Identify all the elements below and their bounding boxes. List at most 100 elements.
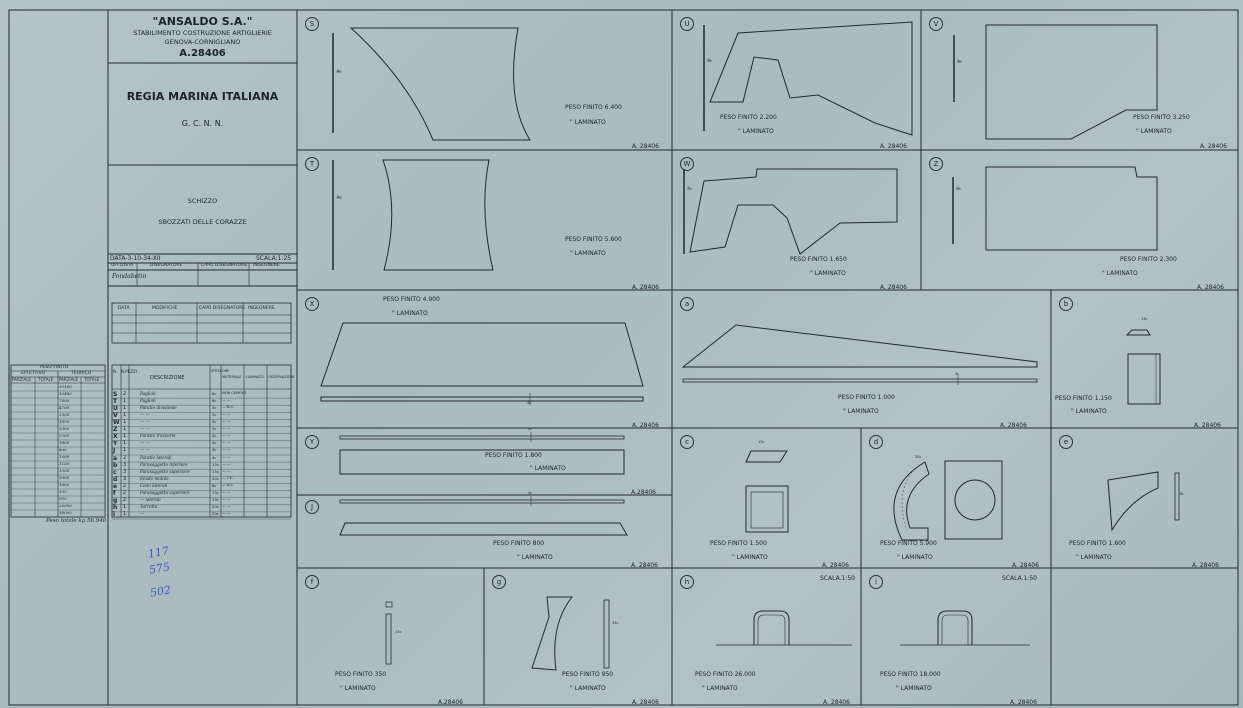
weight-cell: 5200 bbox=[59, 433, 70, 438]
parts-cell-id: J bbox=[113, 447, 116, 455]
parts-cell-id: S bbox=[113, 390, 118, 398]
weight-cell: 1800 bbox=[59, 440, 70, 445]
panel-letter-badge: S bbox=[305, 17, 319, 31]
parts-cell-id: d bbox=[113, 475, 118, 483]
laminato-label: " LAMINATO bbox=[570, 250, 606, 257]
parts-cell-material: — — bbox=[222, 426, 231, 431]
parts-cell-id: T bbox=[113, 397, 118, 405]
parts-cell-id: c bbox=[113, 468, 117, 476]
works-name: STABILIMENTO COSTRUZIONE ARTIGLIERIE bbox=[133, 29, 272, 37]
parts-cell-thickness: 13c bbox=[212, 490, 219, 496]
parts-cell-qty: 1 bbox=[123, 440, 127, 447]
parts-cell-qty: 2 bbox=[123, 390, 127, 397]
parts-cell-material: — — bbox=[222, 461, 231, 466]
parts-cell-thickness: 3c bbox=[212, 411, 217, 417]
panel-letter-badge: Y bbox=[305, 435, 319, 449]
drawing-reference: A. 28406 bbox=[632, 284, 659, 291]
parts-cell-id: Z bbox=[113, 426, 118, 434]
drawing-reference: A. 28406 bbox=[1012, 562, 1039, 569]
parts-cell-qty: 2 bbox=[123, 454, 127, 461]
drawing-reference: A. 28406 bbox=[631, 562, 658, 569]
sig-header-0: UFF.DISTA bbox=[111, 263, 134, 268]
parts-cell-id: U bbox=[113, 404, 118, 412]
weight-cell: 950 bbox=[59, 496, 67, 501]
parts-cell-desc: — — bbox=[140, 411, 150, 417]
peso-finito-label: PESO FINITO 1.800 bbox=[485, 452, 542, 459]
sheet-border bbox=[8, 9, 1239, 706]
peso-finito-label: PESO FINITO 3.250 bbox=[1133, 114, 1190, 121]
laminato-label: " LAMINATO bbox=[1071, 408, 1107, 415]
laminato-label: " LAMINATO bbox=[1136, 128, 1172, 135]
parts-cell-thickness: 4c bbox=[212, 433, 217, 439]
weight-title: PESO FINITO bbox=[40, 365, 69, 370]
document-type: SCHIZZO bbox=[187, 197, 218, 205]
peso-finito-label: PESO FINITO 950 bbox=[562, 671, 614, 678]
weight-cell: 2300 bbox=[59, 426, 70, 431]
parts-cell-qty: 1 bbox=[123, 411, 127, 418]
parts-cell-desc: — — bbox=[140, 440, 150, 446]
sig-header-1: DISEGNATORE bbox=[150, 263, 183, 268]
laminato-label: " LAMINATO bbox=[340, 685, 376, 692]
parts-cell-thickness: 20c bbox=[212, 504, 219, 510]
peso-finito-label: PESO FINITO 2.200 bbox=[720, 114, 777, 121]
parts-cell-material: — — bbox=[222, 447, 231, 452]
thickness-mark: 8c bbox=[337, 195, 342, 199]
laminato-label: " LAMINATO bbox=[392, 310, 428, 317]
parts-cell-id: b bbox=[113, 461, 118, 469]
thickness-mark: 3c bbox=[707, 58, 712, 62]
parts-cell-desc: Cielo laterali bbox=[140, 482, 168, 488]
parts-cell-thickness: 8c bbox=[212, 482, 217, 488]
laminato-label: " LAMINATO bbox=[570, 685, 606, 692]
weight-cell: 7600 bbox=[59, 398, 70, 403]
drawing-reference: A. 28406 bbox=[1010, 699, 1037, 706]
parts-header-n: N. bbox=[113, 369, 118, 374]
parts-cell-qty: 1 bbox=[123, 504, 127, 511]
laminato-label: " LAMINATO bbox=[1076, 554, 1112, 561]
peso-finito-label: PESO FINITO 800 bbox=[493, 540, 545, 547]
weight-sub-2: PARZIALE bbox=[59, 377, 79, 382]
peso-finito-label: PESO FINITO 1.150 bbox=[1055, 395, 1112, 402]
parts-cell-qty: 3 bbox=[123, 468, 127, 475]
weight-sub-0: PARZIALE bbox=[12, 377, 32, 382]
parts-cell-thickness: 4c bbox=[212, 440, 217, 446]
weight-cell: 1000 bbox=[59, 454, 70, 459]
parts-cell-id: a bbox=[113, 454, 118, 462]
panel-letter-badge: b bbox=[1059, 297, 1073, 311]
thickness-mark: 4c bbox=[527, 401, 532, 405]
peso-finito-label: PESO FINITO 2.300 bbox=[1120, 256, 1177, 263]
thickness-mark: 13c bbox=[758, 440, 765, 444]
sig-header-2: CAPO DISEGNATORE bbox=[201, 263, 248, 268]
parts-cell-id: V bbox=[113, 411, 118, 419]
panel-letter-badge: Z bbox=[929, 157, 943, 171]
panel-letter-badge: e bbox=[1059, 435, 1073, 449]
parts-cell-material: — — bbox=[222, 497, 231, 502]
laminato-label: " LAMINATO bbox=[530, 465, 566, 472]
weight-cell: 30160 bbox=[59, 384, 72, 389]
drawing-reference: A. 28406 bbox=[1197, 284, 1224, 291]
parts-cell-desc: — bbox=[140, 511, 145, 517]
company-name: "ANSALDO S.A." bbox=[152, 15, 253, 28]
parts-cell-desc: Parasaggetto inferiore bbox=[140, 461, 188, 467]
department: G. C. N. N. bbox=[181, 119, 224, 128]
parts-cell-desc: Scudo mobile bbox=[140, 475, 169, 481]
client-name: REGIA MARINA ITALIANA bbox=[126, 90, 279, 103]
parts-cell-thickness: 3c bbox=[212, 418, 217, 424]
weight-sub-1: TOTALE bbox=[38, 377, 54, 382]
parts-cell-desc: — — bbox=[140, 447, 150, 453]
parts-header-mat: MATERIALE bbox=[222, 375, 242, 379]
peso-finito-label: PESO FINITO 350 bbox=[335, 671, 387, 678]
parts-cell-desc: — — bbox=[140, 418, 150, 424]
parts-cell-id: e bbox=[113, 482, 118, 490]
parts-cell-qty: 2 bbox=[123, 490, 127, 497]
drawing-reference: A. 28406 bbox=[1192, 562, 1219, 569]
thickness-mark: 3c bbox=[957, 59, 962, 63]
panel-letter-badge: X bbox=[305, 297, 319, 311]
parts-cell-material: — — bbox=[222, 468, 231, 473]
thickness-mark: 8c bbox=[337, 69, 342, 73]
parts-cell-desc: Paglioli bbox=[140, 397, 156, 403]
parts-cell-thickness: 4c bbox=[212, 454, 217, 460]
parts-cell-thickness: 8c bbox=[212, 390, 217, 396]
weight-cell: 4700 bbox=[59, 405, 70, 410]
parts-cell-id: Y bbox=[113, 440, 118, 448]
